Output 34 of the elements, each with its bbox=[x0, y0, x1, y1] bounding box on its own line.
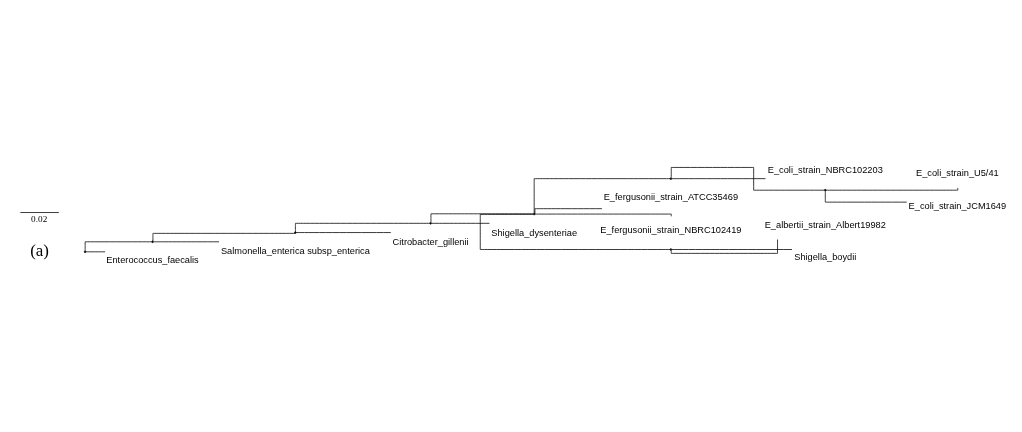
label: 0.02 bbox=[31, 214, 48, 225]
node-point bbox=[83, 250, 87, 254]
node-point bbox=[669, 248, 673, 251]
node-text: E_coli_strain_U5/41 bbox=[916, 168, 999, 179]
node-text: E_fergusonii_strain_NBRC102419 bbox=[600, 224, 742, 235]
connector bbox=[295, 232, 392, 233]
node-text: Shigella_boydii bbox=[794, 252, 857, 263]
node-text: E_albertii_strain_Albert19982 bbox=[764, 220, 886, 231]
node-text: E_fergusonii_strain_ATCC35469 bbox=[603, 192, 739, 203]
node-text: Shigella_dysenteriae bbox=[491, 227, 578, 238]
connector bbox=[670, 239, 778, 254]
node-text: Salmonella_enterica subsp_enterica bbox=[220, 246, 370, 257]
connector bbox=[85, 251, 106, 253]
node-text: Enterococcus_faecalis bbox=[106, 255, 199, 266]
node-point bbox=[151, 240, 154, 243]
node-text: Citrobacter_gillenii bbox=[392, 236, 469, 247]
connector bbox=[671, 178, 766, 180]
node-text: E_coli_strain_NBRC102203 bbox=[767, 165, 883, 176]
connector bbox=[84, 241, 152, 252]
connector bbox=[824, 190, 908, 203]
connector bbox=[153, 241, 220, 243]
connector bbox=[670, 167, 825, 191]
connector bbox=[825, 187, 959, 191]
node-point bbox=[669, 177, 673, 180]
label: (a) bbox=[30, 241, 49, 261]
node-point bbox=[294, 231, 297, 234]
connector bbox=[431, 222, 490, 224]
connector bbox=[152, 232, 296, 242]
connector bbox=[295, 222, 431, 233]
node-point bbox=[429, 222, 432, 225]
node-text: E_coli_strain_JCM1649 bbox=[908, 200, 1007, 211]
connector bbox=[671, 249, 793, 250]
node-point bbox=[532, 212, 536, 216]
node-point bbox=[824, 189, 827, 192]
